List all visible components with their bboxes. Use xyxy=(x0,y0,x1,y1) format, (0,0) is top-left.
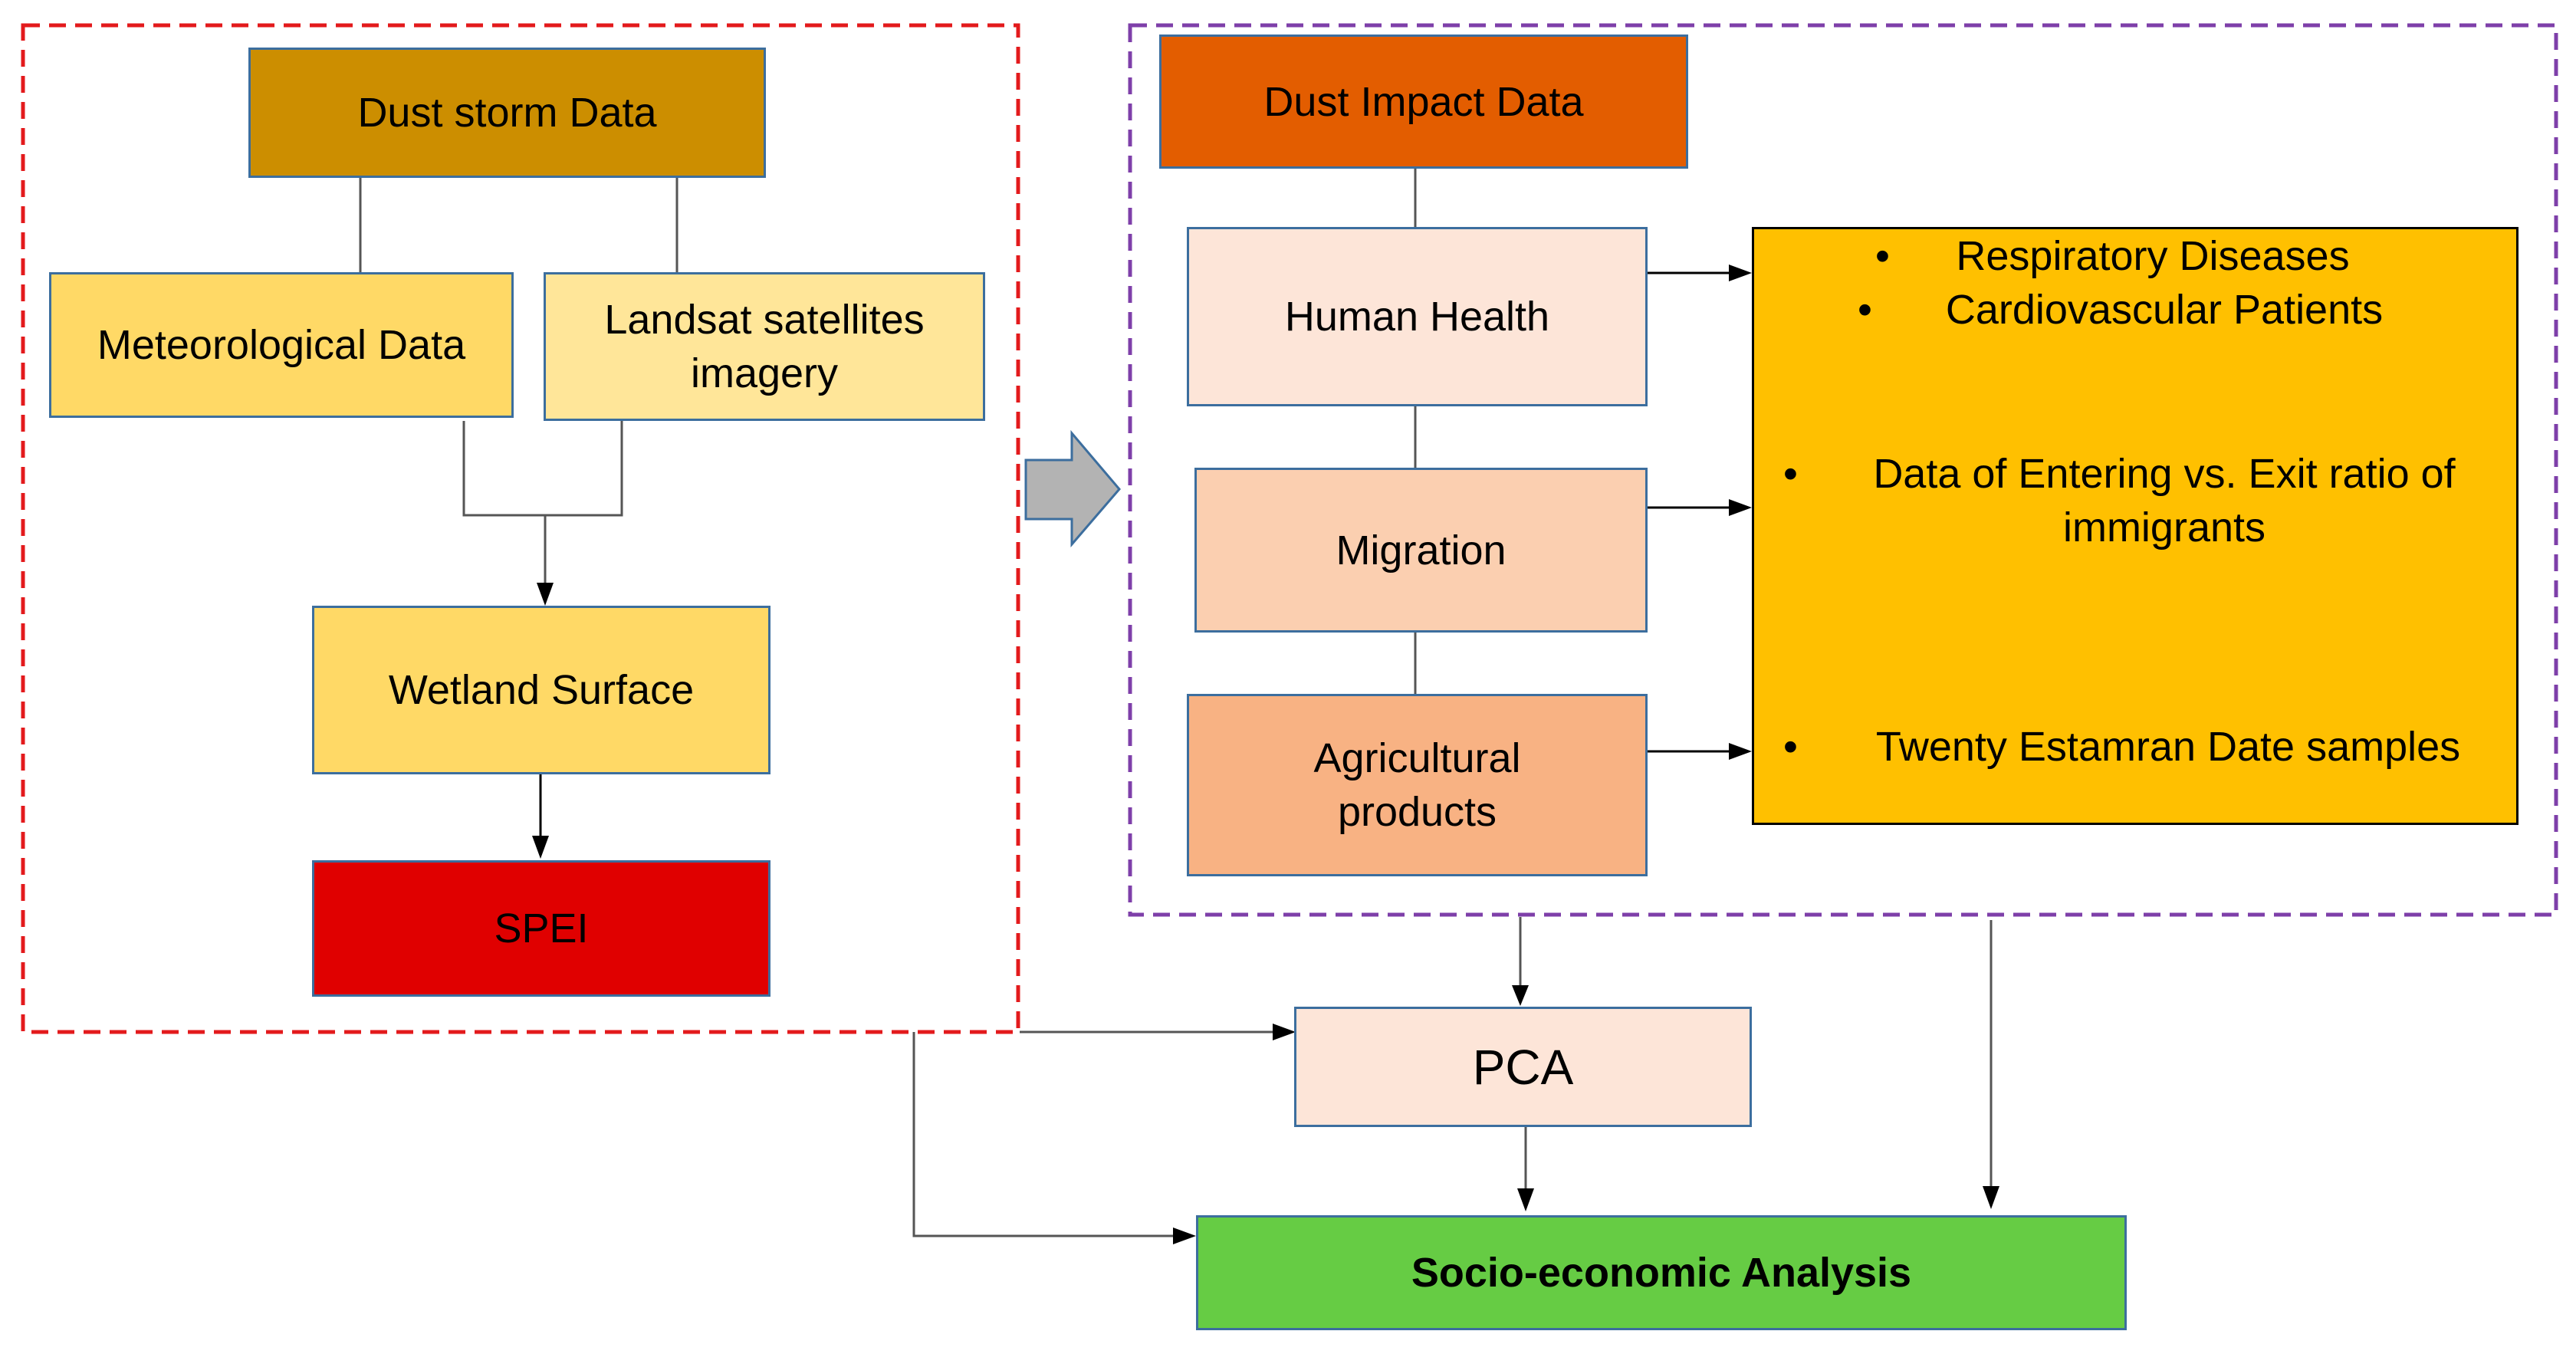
connector-arrow-to-wetland xyxy=(537,583,554,606)
migration-data-text-line1: Data of Entering vs. Exit ratio of xyxy=(1873,451,2456,497)
wetland-surface-box: Wetland Surface xyxy=(312,606,770,774)
bullet-icon: • xyxy=(1783,451,1798,497)
migration-box: Migration xyxy=(1194,468,1648,633)
agricultural-products-label-line1: Agricultural xyxy=(1313,735,1521,781)
spei-box: SPEI xyxy=(312,860,770,997)
dust-impact-data-label: Dust Impact Data xyxy=(1263,78,1584,125)
connector-arrow-pca-to-socio xyxy=(1517,1188,1534,1211)
landsat-imagery-label-line1: Landsat satellites xyxy=(604,297,925,343)
pca-box: PCA xyxy=(1294,1007,1752,1127)
dust-storm-data-label: Dust storm Data xyxy=(357,90,657,136)
group-transition-arrow xyxy=(1024,429,1121,548)
spei-label: SPEI xyxy=(494,905,589,951)
connector-arrow-to-spei xyxy=(532,836,549,859)
connector-arrow-to-health-list xyxy=(1729,265,1752,281)
list-item-cardiovascular: • Cardiovascular Patients xyxy=(1754,283,2521,337)
list-item-respiratory: • Respiratory Diseases xyxy=(1754,229,2521,283)
dust-storm-data-box: Dust storm Data xyxy=(248,48,766,178)
connector-arrow-to-migration-list xyxy=(1729,499,1752,516)
cardiovascular-patients-text: Cardiovascular Patients xyxy=(1945,287,2384,333)
connector-arrow-to-pca-top xyxy=(1512,985,1529,1006)
connector-arrow-to-pca-left xyxy=(1273,1024,1296,1040)
connector-arrow-list-to-socio xyxy=(1983,1186,1999,1209)
socio-economic-analysis-box: Socio-economic Analysis xyxy=(1196,1215,2127,1330)
migration-data-text-line2: immigrants xyxy=(2062,504,2266,550)
bullet-icon: • xyxy=(1783,724,1798,770)
meteorological-data-box: Meteorological Data xyxy=(49,272,514,418)
list-item-migration-data: • Data of Entering vs. Exit ratio of imm… xyxy=(1754,447,2521,554)
bullet-icon: • xyxy=(1858,287,1872,333)
left-group-frame xyxy=(21,23,1020,1034)
human-health-label: Human Health xyxy=(1284,294,1550,340)
date-samples-text: Twenty Estamran Date samples xyxy=(1875,724,2461,770)
meteorological-data-label: Meteorological Data xyxy=(97,322,466,368)
human-health-box: Human Health xyxy=(1187,227,1648,406)
respiratory-diseases-text: Respiratory Diseases xyxy=(1956,233,2350,279)
socio-economic-analysis-label: Socio-economic Analysis xyxy=(1411,1250,1912,1296)
dust-impact-data-box: Dust Impact Data xyxy=(1159,35,1688,169)
right-group-frame xyxy=(1128,23,2558,917)
agricultural-products-label-line2: products xyxy=(1337,789,1497,835)
migration-label: Migration xyxy=(1336,527,1506,573)
landsat-imagery-label-line2: imagery xyxy=(690,350,839,396)
connector-arrow-to-socio-left xyxy=(1173,1227,1196,1244)
bullet-icon: • xyxy=(1875,233,1890,279)
list-item-date-samples: • Twenty Estamran Date samples xyxy=(1754,720,2521,774)
connector-arrow-to-agri-list xyxy=(1729,743,1752,760)
impacts-list-box: • Respiratory Diseases • Cardiovascular … xyxy=(1752,227,2518,825)
wetland-surface-label: Wetland Surface xyxy=(388,667,695,713)
agricultural-products-box: Agricultural products xyxy=(1187,694,1648,876)
pca-label: PCA xyxy=(1472,1039,1574,1095)
landsat-imagery-box: Landsat satellites imagery xyxy=(544,272,985,421)
